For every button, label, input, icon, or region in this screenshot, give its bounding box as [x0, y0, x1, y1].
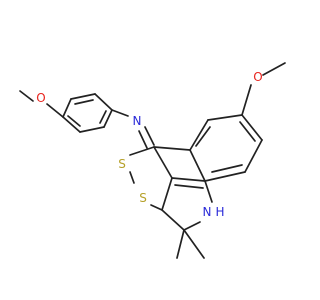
benzo-ring — [189, 114, 263, 182]
atom-sulfur-top: S — [118, 157, 126, 171]
dithiole-ring — [129, 146, 173, 211]
atom-hydrogen-ring: H — [215, 205, 224, 219]
molecule-diagram: O O N S S N H — [19, 62, 286, 259]
structure-drawing: O O N S S N H — [19, 62, 286, 259]
atom-oxygen-right: O — [253, 70, 262, 84]
bond-imine-double-b — [138, 130, 148, 149]
bond-ring-n-imine — [111, 109, 129, 117]
bond-ring-o-right — [241, 84, 252, 116]
bond-methyl-b — [183, 229, 205, 259]
bond-o-left-ring — [46, 103, 64, 118]
atom-nitrogen-ring: N — [203, 205, 212, 219]
atom-sulfur-bottom: S — [139, 191, 147, 205]
bond-imine-double-a — [144, 126, 155, 146]
atom-nitrogen-imine: N — [133, 114, 142, 128]
dihydroquinoline-ring — [153, 146, 213, 231]
bond-o-right-methyl — [262, 62, 286, 76]
bond-methyl-a — [176, 229, 185, 259]
atom-oxygen-left: O — [36, 91, 45, 105]
anisyl-ring — [62, 93, 113, 133]
bond-methyl-o-left — [19, 90, 34, 102]
